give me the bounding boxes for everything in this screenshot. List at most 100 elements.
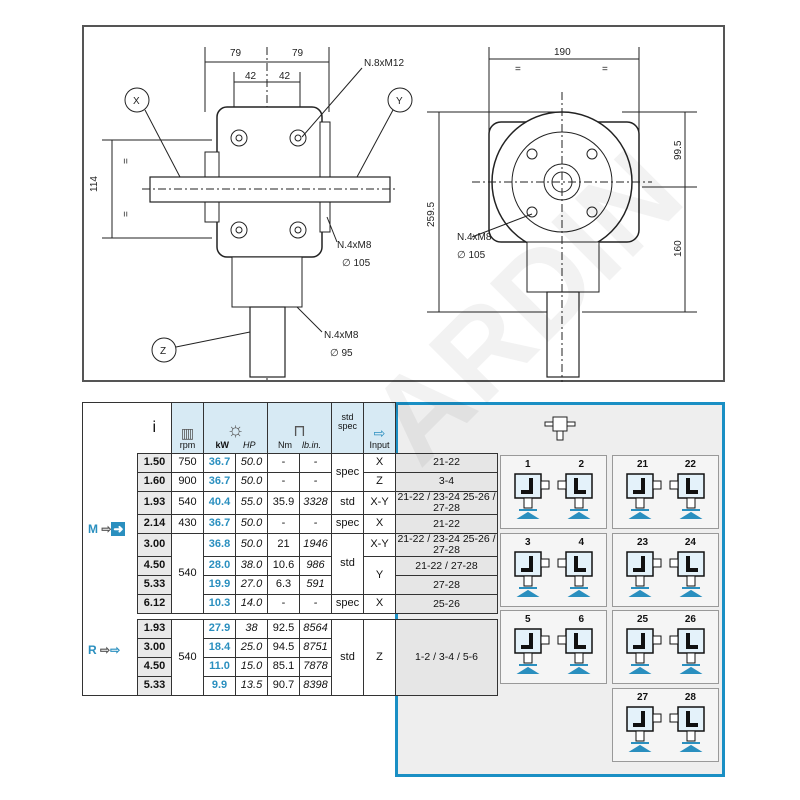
config-cell: 21-22 / 23-24 25-26 / 27-28 xyxy=(395,490,498,516)
config-number: 24 xyxy=(684,537,696,548)
header-std-spec: std spec xyxy=(331,402,364,454)
gearbox-config-icon xyxy=(514,628,550,674)
plus-arrow-icon: ⇨ xyxy=(100,643,111,657)
kw-cell: 19.9 xyxy=(203,575,236,596)
input-cell: Y xyxy=(363,556,396,596)
std-spec-cell: std xyxy=(331,619,364,697)
config-number: 28 xyxy=(684,692,696,703)
bolts-side-label: N.4xM8 xyxy=(337,240,372,251)
dim-42-a: 42 xyxy=(245,71,257,82)
dia-side-label: ∅ 105 xyxy=(342,258,371,269)
nm-cell: 6.3 xyxy=(267,575,300,596)
gearbox-config-icon xyxy=(514,473,550,519)
hp-cell: 50.0 xyxy=(235,514,268,535)
ratio-cell: 6.12 xyxy=(137,594,172,615)
dim-259-5: 259.5 xyxy=(426,202,437,227)
lbin-cell: - xyxy=(299,453,332,473)
gearbox-config-icon xyxy=(669,551,705,597)
ratio-cell: 5.33 xyxy=(137,575,172,596)
config-number: 27 xyxy=(637,692,649,703)
gearbox-icon xyxy=(544,416,576,441)
header-rpm-label: rpm xyxy=(179,439,196,450)
nm-cell: 90.7 xyxy=(267,676,300,697)
dim-114: 114 xyxy=(89,176,100,192)
gearbox-config-icon xyxy=(626,551,662,597)
lbin-cell: 8398 xyxy=(299,676,332,697)
lbin-cell: - xyxy=(299,514,332,535)
mounting-config-23-24: 23 24 xyxy=(612,533,719,607)
equal-mark: = xyxy=(602,64,608,75)
config-cell: 21-22 xyxy=(395,514,498,535)
ratio-cell: 2.14 xyxy=(137,514,172,535)
ratio-cell: 3.00 xyxy=(137,638,172,659)
mounting-config-5-6: 5 6 xyxy=(500,610,607,684)
group-r-label: R xyxy=(88,643,97,657)
hp-cell: 27.0 xyxy=(235,575,268,596)
config-number: 21 xyxy=(637,459,649,470)
lbin-cell: 8751 xyxy=(299,638,332,659)
input-cell: Z xyxy=(363,472,396,492)
nm-cell: - xyxy=(267,514,300,535)
rpm-cell: 540 xyxy=(171,490,204,516)
kw-cell: 36.7 xyxy=(203,514,236,535)
gearbox-config-icon xyxy=(626,628,662,674)
kw-cell: 27.9 xyxy=(203,619,236,640)
input-cell: Z xyxy=(363,619,396,697)
mounting-config-27-28: 27 28 xyxy=(612,688,719,762)
equal-mark: = xyxy=(121,158,132,164)
input-cell: X-Y xyxy=(363,533,396,558)
kw-cell: 9.9 xyxy=(203,676,236,697)
kw-cell: 40.4 xyxy=(203,490,236,516)
hp-cell: 55.0 xyxy=(235,490,268,516)
std-spec-cell: spec xyxy=(331,453,364,492)
lbin-cell: 7878 xyxy=(299,657,332,678)
input-cell: X xyxy=(363,594,396,615)
std-spec-cell: std xyxy=(331,533,364,596)
config-number: 3 xyxy=(525,537,531,548)
ratio-cell: 1.50 xyxy=(137,453,172,473)
config-cell: 27-28 xyxy=(395,575,498,596)
header-kw: kW xyxy=(215,439,229,450)
nm-cell: - xyxy=(267,594,300,615)
gearbox-config-icon xyxy=(669,473,705,519)
rpm-cell: 430 xyxy=(171,514,204,535)
mounting-config-21-22: 21 22 xyxy=(612,455,719,529)
lbin-cell: 3328 xyxy=(299,490,332,516)
config-number: 5 xyxy=(525,614,531,625)
config-cell: 21-22 xyxy=(395,453,498,473)
kw-cell: 36.7 xyxy=(203,472,236,492)
torque-icon: ⊓ xyxy=(293,422,306,440)
lbin-cell: 1946 xyxy=(299,533,332,558)
hp-cell: 13.5 xyxy=(235,676,268,697)
technical-drawing: 79 79 42 42 114 = = X Y Z N.8xM12 N.4xM8… xyxy=(82,25,725,382)
group-r: R ⇨⇨ xyxy=(88,643,120,657)
nm-cell: 10.6 xyxy=(267,556,300,577)
rpm-cell: 540 xyxy=(171,533,204,615)
rpm-cell: 900 xyxy=(171,472,204,492)
hp-cell: 25.0 xyxy=(235,638,268,659)
gearbox-config-icon xyxy=(514,551,550,597)
kw-cell: 36.7 xyxy=(203,453,236,473)
mounting-config-25-26: 25 26 xyxy=(612,610,719,684)
rpm-cell: 750 xyxy=(171,453,204,473)
input-cell: X xyxy=(363,453,396,473)
hp-cell: 38.0 xyxy=(235,556,268,577)
hp-cell: 50.0 xyxy=(235,453,268,473)
std-spec-cell: spec xyxy=(331,514,364,535)
config-number: 6 xyxy=(578,614,584,625)
ratio-cell: 4.50 xyxy=(137,556,172,577)
config-cell: 3-4 xyxy=(395,472,498,492)
header-input: ⇨Input xyxy=(363,402,396,454)
config-number: 26 xyxy=(684,614,696,625)
header-input-label: Input xyxy=(369,439,390,450)
config-number: 2 xyxy=(578,459,584,470)
kw-cell: 28.0 xyxy=(203,556,236,577)
